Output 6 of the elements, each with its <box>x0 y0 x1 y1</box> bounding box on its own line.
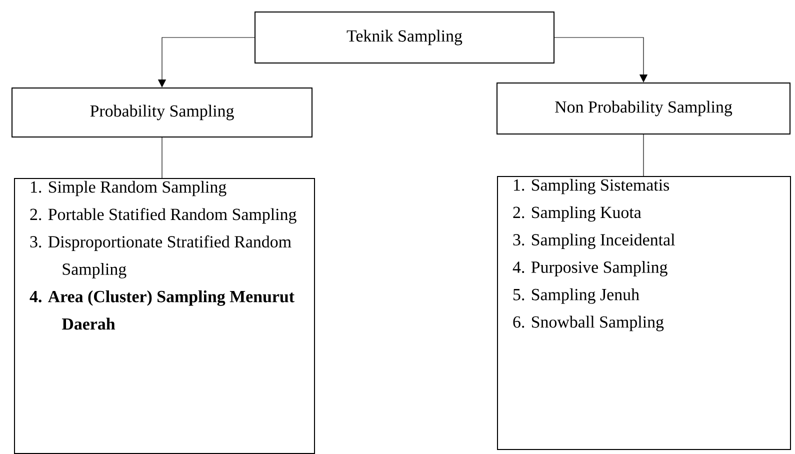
category-box: Probability Sampling <box>12 88 312 138</box>
category-box: Teknik Sampling <box>254 12 554 64</box>
category-box: Non Probability Sampling <box>496 82 790 134</box>
connector-arrow <box>554 37 648 82</box>
list-box: 1. Simple Random Sampling 2. Portable Statified Random Sampling 3. Disproportionate Stratified Random Sampling 4. Area (Cluster) Sampling Menurut Daerah <box>14 178 315 454</box>
list-box: 1. Sampling Sistematis 2. Sampling Kuota 3. Sampling Inceidental 4. Purposive Sampling 5. Sampling Jenuh 6. Snowball Sampling <box>497 176 791 450</box>
